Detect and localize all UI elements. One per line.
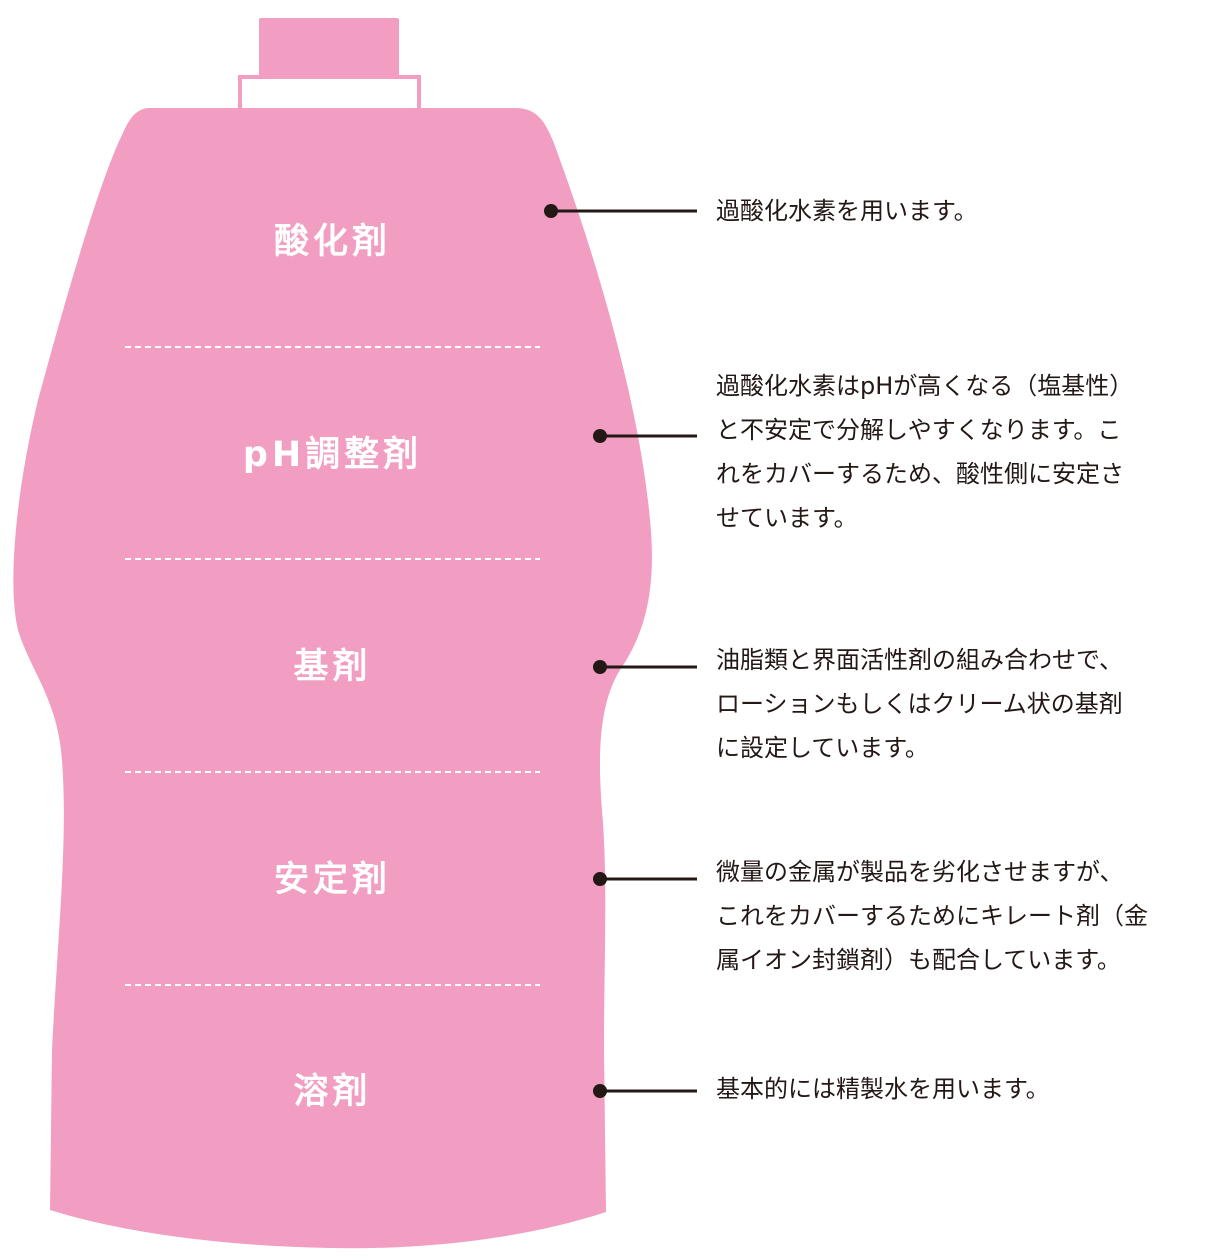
- description-solvent: 基本的には精製水を用います。: [716, 1075, 1050, 1103]
- layer-label-stabilizer: 安定剤: [273, 860, 391, 900]
- layer-label-oxidizer: 酸化剤: [273, 222, 391, 262]
- description-stabilizer: 微量の金属が製品を劣化させますが、 これをカバーするためにキレート剤（金 属イオ…: [716, 858, 1148, 974]
- bottle-neck-ring: [238, 75, 421, 112]
- bottle-cap: [259, 18, 399, 81]
- leader-oxidizer: [544, 204, 697, 218]
- layer-label-ph-adjuster: pH調整剤: [242, 435, 423, 475]
- bottle-body: [13, 108, 652, 1249]
- layer-label-base: 基剤: [293, 647, 372, 687]
- description-base: 油脂類と界面活性剤の組み合わせで、 ローションもしくはクリーム状の基剤 に設定し…: [716, 646, 1124, 762]
- leader-ph-adjuster: [593, 429, 697, 443]
- description-oxidizer: 過酸化水素を用います。: [716, 197, 978, 225]
- leader-solvent: [593, 1084, 697, 1098]
- description-ph-adjuster: 過酸化水素はpHが高くなる（塩基性） と不安定で分解しやすくなります。こ れをカ…: [716, 372, 1134, 532]
- layer-label-solvent: 溶剤: [293, 1072, 372, 1112]
- leader-base: [593, 660, 697, 674]
- leader-stabilizer: [593, 872, 697, 886]
